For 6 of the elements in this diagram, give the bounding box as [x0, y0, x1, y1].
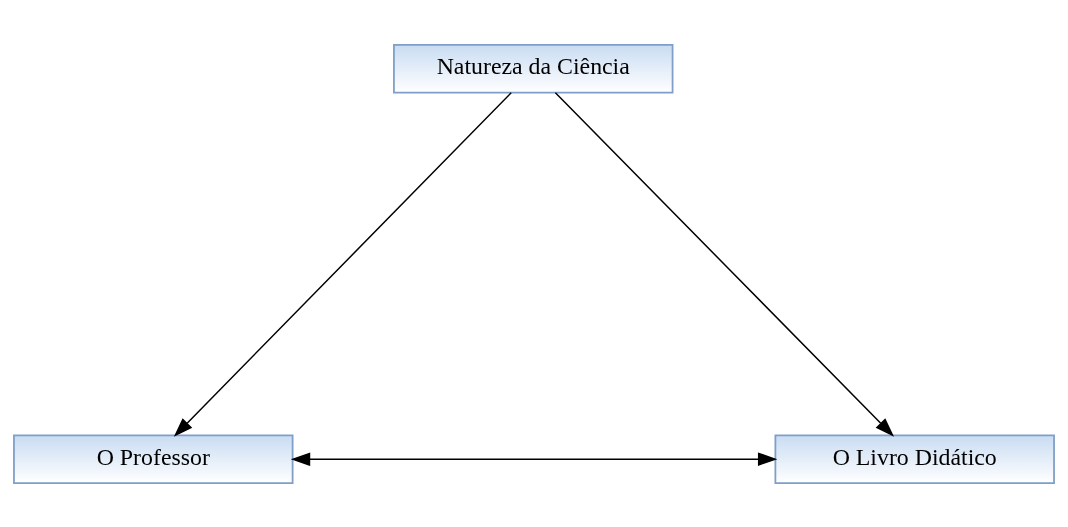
arrow: [173, 91, 512, 437]
node-box: O Livro Didático: [774, 433, 1055, 484]
node-box: O Professor: [13, 433, 294, 484]
node-box: Natureza da Ciência: [393, 43, 674, 94]
arrow: [554, 91, 895, 437]
arrow: [290, 451, 778, 466]
